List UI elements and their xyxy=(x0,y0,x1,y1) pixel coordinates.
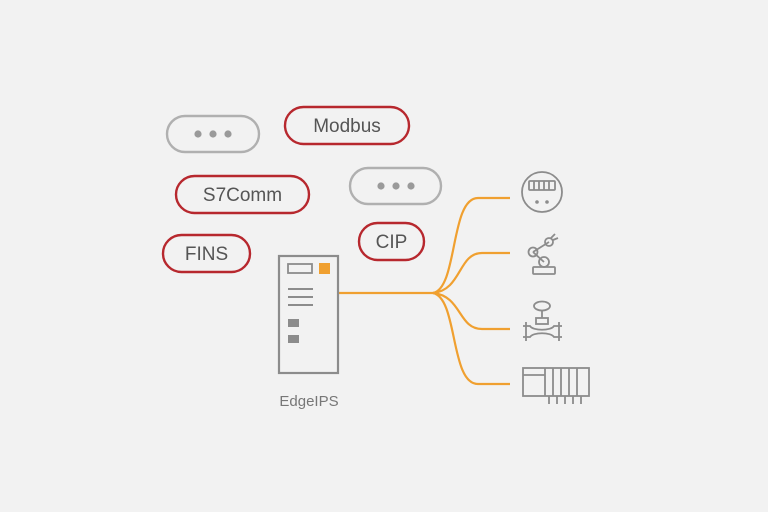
device-port xyxy=(288,319,299,327)
protocol-label-modbus: Modbus xyxy=(313,116,381,137)
robot-arm-icon xyxy=(527,233,559,275)
protocol-pill-modbus: Modbus xyxy=(283,105,411,146)
protocol-label-s7comm: S7Comm xyxy=(203,185,282,206)
placeholder-pill-1 xyxy=(165,114,261,154)
protocol-label-fins: FINS xyxy=(185,244,228,265)
valve-icon xyxy=(523,300,562,341)
protocol-pill-s7comm: S7Comm xyxy=(174,174,311,215)
ellipsis-dot xyxy=(209,130,217,138)
meter-icon xyxy=(521,171,563,213)
protocol-label-cip: CIP xyxy=(376,232,408,253)
branch-line-valve xyxy=(432,291,510,331)
branch-line-robot xyxy=(432,251,510,295)
device-label: EdgeIPS xyxy=(279,393,338,410)
ellipsis-dot xyxy=(224,130,232,138)
device-display xyxy=(287,263,313,274)
connection-lines xyxy=(339,196,510,386)
protocol-pill-fins: FINS xyxy=(161,233,252,274)
ellipsis-dot xyxy=(194,130,202,138)
branch-line-plc xyxy=(432,291,510,386)
plc-rack-icon xyxy=(522,367,590,404)
protocol-pill-cip: CIP xyxy=(357,221,426,262)
device-status-indicator xyxy=(319,263,330,274)
placeholder-pill-2 xyxy=(348,166,443,206)
branch-line-meter xyxy=(432,196,510,295)
device-port xyxy=(288,335,299,343)
ellipsis-dot xyxy=(407,182,415,190)
ellipsis-dot xyxy=(392,182,400,190)
edgeips-device xyxy=(277,254,340,375)
ellipsis-dot xyxy=(377,182,385,190)
